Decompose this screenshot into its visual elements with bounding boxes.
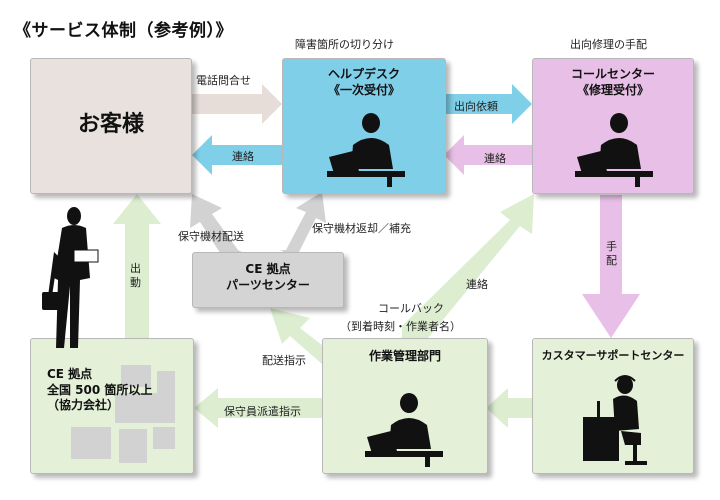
office-worker-icon (365, 393, 443, 467)
callcenter-box: コールセンター 《修理受付》 (532, 58, 694, 194)
page-title: 《サービス体制（参考例）》 (14, 21, 233, 41)
label-contact-customer: 連絡 (232, 150, 254, 163)
helpdesk-label-line1: ヘルプデスク (327, 67, 400, 81)
label-delivery-instruction: 配送指示 (262, 354, 306, 367)
label-phone-inquiry: 電話問合せ (196, 74, 251, 87)
label-contact-helpdesk: 連絡 (484, 152, 506, 165)
arrow-contact-to-helpdesk (444, 135, 532, 175)
work-management-box: 作業管理部門 (322, 338, 488, 474)
headset-operator-icon (583, 375, 647, 465)
map-icon (71, 365, 175, 463)
label-maintenance-delivery: 保守機材配送 (178, 230, 244, 243)
parts-center-box: CE 拠点 パーツセンター (192, 252, 344, 308)
walking-businessman-icon (42, 207, 99, 348)
callcenter-label-line1: コールセンター (570, 67, 655, 81)
helpdesk-box: ヘルプデスク 《一次受付》 (282, 58, 446, 194)
label-maintenance-return: 保守機材返却／補充 (312, 222, 411, 235)
label-dispatch-request: 出向依頼 (454, 100, 498, 113)
arrow-dispatch-request (444, 84, 532, 124)
callcenter-label: コールセンター 《修理受付》 (533, 67, 693, 98)
helpdesk-role-note: 障害箇所の切り分け (295, 38, 394, 51)
label-contact-callcenter: 連絡 (466, 278, 488, 291)
arrow-contact-to-callcenter (402, 194, 534, 338)
parts-label-line1: CE 拠点 (245, 262, 291, 276)
ce-base-label: CE 拠点 全国 500 箇所以上 （協力会社） (47, 367, 152, 414)
callcenter-role-note: 出向修理の手配 (570, 38, 647, 51)
ce-label-line2: 全国 500 箇所以上 (47, 382, 153, 397)
arrow-delivery-instruction (270, 308, 336, 376)
label-dispatch: 出動 (130, 262, 141, 290)
ce-label-line3: （協力会社） (47, 398, 120, 413)
customer-box: お客様 (30, 58, 192, 194)
arrow-phone-inquiry (190, 84, 282, 124)
arrow-arrange (582, 195, 640, 338)
callcenter-label-line2: 《修理受付》 (576, 82, 649, 97)
callback-note-line2: （到着時刻・作業者名） (340, 320, 461, 333)
callback-note-line1: コールバック (378, 302, 444, 315)
work-mgmt-label: 作業管理部門 (368, 349, 441, 363)
helpdesk-label: ヘルプデスク 《一次受付》 (283, 67, 445, 98)
ce-base-box: CE 拠点 全国 500 箇所以上 （協力会社） (30, 338, 194, 474)
arrow-ce-dispatch (113, 194, 161, 338)
parts-label-line2: パーツセンター (226, 277, 310, 292)
arrow-maintenance-delivery (190, 194, 242, 262)
arrow-contact-to-customer (192, 135, 282, 175)
support-center-label: カスタマーサポートセンター (541, 349, 685, 362)
parts-center-label: CE 拠点 パーツセンター (193, 262, 343, 293)
label-staff-dispatch: 保守員派遣指示 (224, 405, 301, 418)
arrow-support-to-work (486, 388, 532, 428)
support-center-box: カスタマーサポートセンター (532, 338, 694, 474)
office-worker-icon (327, 113, 405, 187)
office-worker-icon (575, 113, 653, 187)
helpdesk-label-line2: 《一次受付》 (327, 82, 400, 97)
label-arrange: 手配 (606, 240, 617, 268)
ce-label-line1: CE 拠点 (47, 367, 93, 381)
customer-label: お客様 (77, 112, 144, 137)
arrow-maintenance-return (280, 192, 326, 258)
arrow-staff-dispatch (194, 388, 322, 428)
